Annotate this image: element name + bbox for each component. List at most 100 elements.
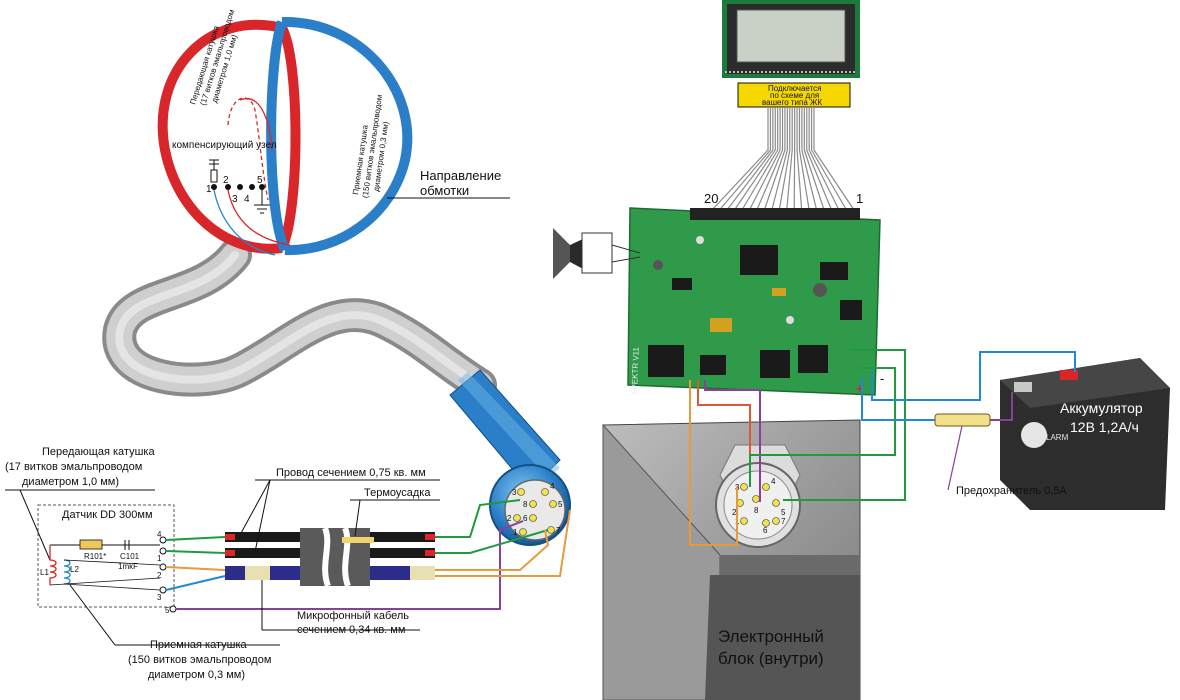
connector-pin xyxy=(752,495,760,503)
ribbon-wire xyxy=(778,108,791,211)
connector-pin xyxy=(529,514,537,522)
cable-labels: Провод сечением 0,75 кв. мм Термоусадка … xyxy=(239,467,440,636)
sensor-c: C101 xyxy=(120,552,140,561)
connector-pin-label: 4 xyxy=(771,477,776,486)
battery-title: Аккумулятор xyxy=(1060,400,1143,416)
ribbon-wire xyxy=(810,108,848,211)
connector-pin xyxy=(541,488,549,496)
pcb-wires xyxy=(689,349,1076,546)
coil-pin-5: 5 xyxy=(257,175,263,186)
ribbon-wire xyxy=(796,108,803,211)
connector-pin xyxy=(772,517,780,525)
sensor-receive-1: Приемная катушка xyxy=(150,639,248,651)
pcb-plus: + xyxy=(856,381,864,396)
fuse: Предохранитель 0,5А xyxy=(934,413,1067,497)
connector-pin-label: 6 xyxy=(763,526,768,535)
shrink-label: Термоусадка xyxy=(364,487,431,499)
ribbon-wire xyxy=(813,108,855,211)
battery-brand: LARM xyxy=(1046,433,1069,442)
connector-pin-label: 5 xyxy=(781,508,786,517)
connector-pin xyxy=(772,499,780,507)
ribbon-wire xyxy=(711,108,769,211)
speaker xyxy=(553,228,641,279)
coil-cable xyxy=(102,238,497,402)
ribbon-wire xyxy=(756,108,784,211)
connector-pin-label: 7 xyxy=(556,526,561,535)
connector-pin-label: 7 xyxy=(781,517,786,526)
connector-pin-label: 4 xyxy=(550,482,555,491)
connector-pin xyxy=(762,519,770,527)
wire-label: Провод сечением 0,75 кв. мм xyxy=(276,467,426,479)
sensor-schematic: Передающая катушка (17 витков эмальпрово… xyxy=(5,446,280,681)
lcd-note-3: вашего типа ЖК xyxy=(762,98,822,107)
mic-label-1: Микрофонный кабель xyxy=(297,610,409,622)
lcd-display: Подключается по схеме для вашего типа ЖК xyxy=(722,0,860,108)
winding-label-2: обмотки xyxy=(420,183,469,198)
pcb-pin-20: 20 xyxy=(704,191,718,206)
sensor-l2: L2 xyxy=(70,565,79,574)
sensor-c-val: 1mkF xyxy=(118,562,138,571)
pcb-board: SPEKTR V11 20 1 + - xyxy=(627,191,884,396)
enclosure-label-1: Электронный xyxy=(718,627,824,646)
sensor-title: Датчик DD 300мм xyxy=(62,509,153,521)
coil-pin-3: 3 xyxy=(232,194,238,205)
pcb-minus: - xyxy=(880,371,884,386)
coil-pin-1: 1 xyxy=(206,184,212,195)
ribbon-wire xyxy=(806,108,833,211)
ribbon-wire xyxy=(763,108,786,211)
winding-label-1: Направление xyxy=(420,168,501,183)
compensating-node-label: компенсирующий узел xyxy=(172,140,277,151)
mic-label-2: сечением 0,34 кв. мм xyxy=(297,624,405,636)
winding-direction: Направление обмотки xyxy=(387,168,510,199)
connector-pin xyxy=(547,526,555,534)
sensor-pin-2: 2 xyxy=(157,571,162,580)
pcb-pin-1: 1 xyxy=(856,191,863,206)
connector-pin xyxy=(549,500,557,508)
connector-pin xyxy=(740,483,748,491)
ribbon-wire xyxy=(808,108,840,211)
ribbon-wire xyxy=(719,108,772,211)
ribbon-wire xyxy=(801,108,818,211)
ribbon-wire xyxy=(726,108,774,211)
ribbon-wire xyxy=(733,108,776,211)
sensor-transmit-3: диаметром 1,0 мм) xyxy=(22,476,119,488)
connector-pin xyxy=(529,500,537,508)
connector-pin-label: 6 xyxy=(523,514,528,523)
coil-pin-2: 2 xyxy=(223,175,229,186)
connector-pin xyxy=(519,528,527,536)
dd-coil: 1 2 3 4 5 компенсирующий узел Передающая… xyxy=(157,8,413,256)
connector-pin xyxy=(513,514,521,522)
ribbon-wire xyxy=(798,108,810,211)
coil-transmit-label: Передающая катушка (17 витков эмальпрово… xyxy=(188,8,239,106)
connector-pin-label: 2 xyxy=(507,514,512,523)
sensor-l1: L1 xyxy=(40,568,49,577)
ribbon-wire xyxy=(803,108,825,211)
sensor-receive-3: диаметром 0,3 мм) xyxy=(148,669,245,681)
connector-pin xyxy=(517,488,525,496)
ribbon-wire xyxy=(741,108,779,211)
connector-pin-label: 1 xyxy=(513,528,518,537)
sensor-transmit-1: Передающая катушка xyxy=(42,446,155,458)
coil-receive-label: Приемная катушка (150 витков эмальпровод… xyxy=(351,94,390,199)
ribbon-wire xyxy=(748,108,781,211)
sensor-r: R101* xyxy=(84,552,106,561)
sensor-pin-1: 1 xyxy=(157,554,162,563)
connector-pin-label: 2 xyxy=(732,508,737,517)
connector-pin-label: 5 xyxy=(558,500,563,509)
sensor-pin-4: 4 xyxy=(157,530,162,539)
sensor-pin-3: 3 xyxy=(157,593,162,602)
sensor-wires xyxy=(165,499,571,610)
battery-spec: 12В 1,2А/ч xyxy=(1070,419,1139,435)
connector-pin xyxy=(762,483,770,491)
ribbon-wire xyxy=(771,108,788,211)
connector-pin xyxy=(740,517,748,525)
connector-pin-label: 8 xyxy=(754,506,759,515)
lcd-ribbon xyxy=(711,108,855,211)
sensor-pin-5: 5 xyxy=(165,606,170,615)
enclosure-label-2: блок (внутри) xyxy=(718,649,824,668)
pcb-silk: SPEKTR V11 xyxy=(630,346,641,395)
